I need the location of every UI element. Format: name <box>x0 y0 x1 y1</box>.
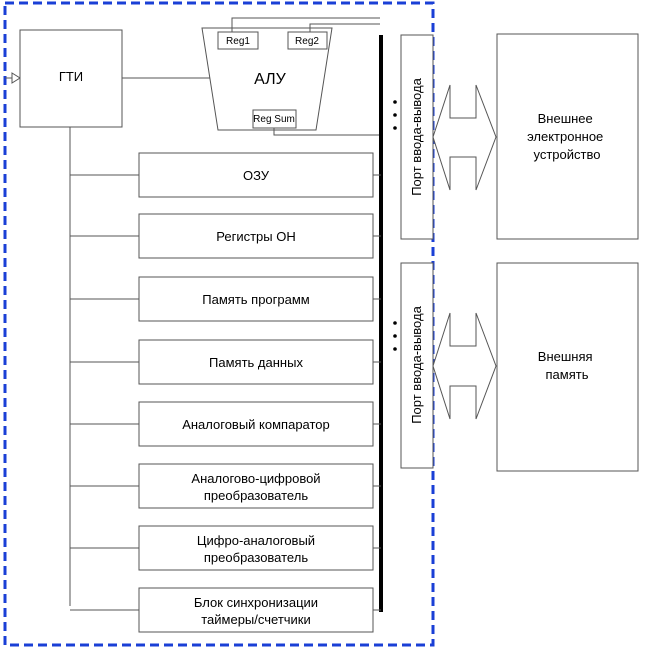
ellipsis-dots-bottom <box>393 321 397 351</box>
clock-input-arrow <box>11 72 21 84</box>
io-port-top-label: Порт ввода-вывода <box>409 77 424 195</box>
io-port-top <box>400 34 434 240</box>
reg2-bus-link <box>309 23 380 32</box>
peripheral-block-0 <box>138 152 374 198</box>
external-device-box <box>496 33 639 240</box>
external-memory-box <box>496 262 639 472</box>
distribution-taps <box>70 174 139 611</box>
reg2-box <box>287 31 328 50</box>
peripheral-block-label: Регистры ОН <box>216 229 295 244</box>
peripheral-block-5 <box>138 463 374 509</box>
external-device-label: Внешнее электронное устройство <box>527 111 607 162</box>
peripheral-block-label: Память данных <box>209 355 303 370</box>
reg1-bus-link <box>231 17 380 32</box>
reg1-label: Reg1 <box>226 36 250 47</box>
generator-label: ГТИ <box>59 69 83 84</box>
peripheral-block-2 <box>138 276 374 322</box>
external-memory-label: Внешняя память <box>538 349 596 382</box>
peripheral-block-7 <box>138 587 374 633</box>
io-port-bottom <box>400 262 434 469</box>
ellipsis-dots-top <box>393 100 397 130</box>
alu-label: АЛУ <box>254 71 287 88</box>
peripheral-block-6 <box>138 525 374 571</box>
reg2-label: Reg2 <box>295 36 319 47</box>
regsum-label: Reg Sum <box>253 114 295 125</box>
peripheral-block-label: Память программ <box>202 292 310 307</box>
peripheral-block-4 <box>138 401 374 447</box>
peripheral-block-label: Аналоговый компаратор <box>182 417 330 432</box>
io-port-bottom-label: Порт ввода-вывода <box>409 305 424 423</box>
reg1-box <box>217 31 259 50</box>
double-arrow-top <box>432 84 497 191</box>
peripheral-block-3 <box>138 339 374 385</box>
double-arrow-bottom <box>432 312 497 420</box>
peripheral-block-1 <box>138 213 374 259</box>
alu-shape <box>201 27 333 131</box>
peripheral-block-label: ОЗУ <box>243 168 270 183</box>
regsum-bus-link <box>273 128 380 136</box>
